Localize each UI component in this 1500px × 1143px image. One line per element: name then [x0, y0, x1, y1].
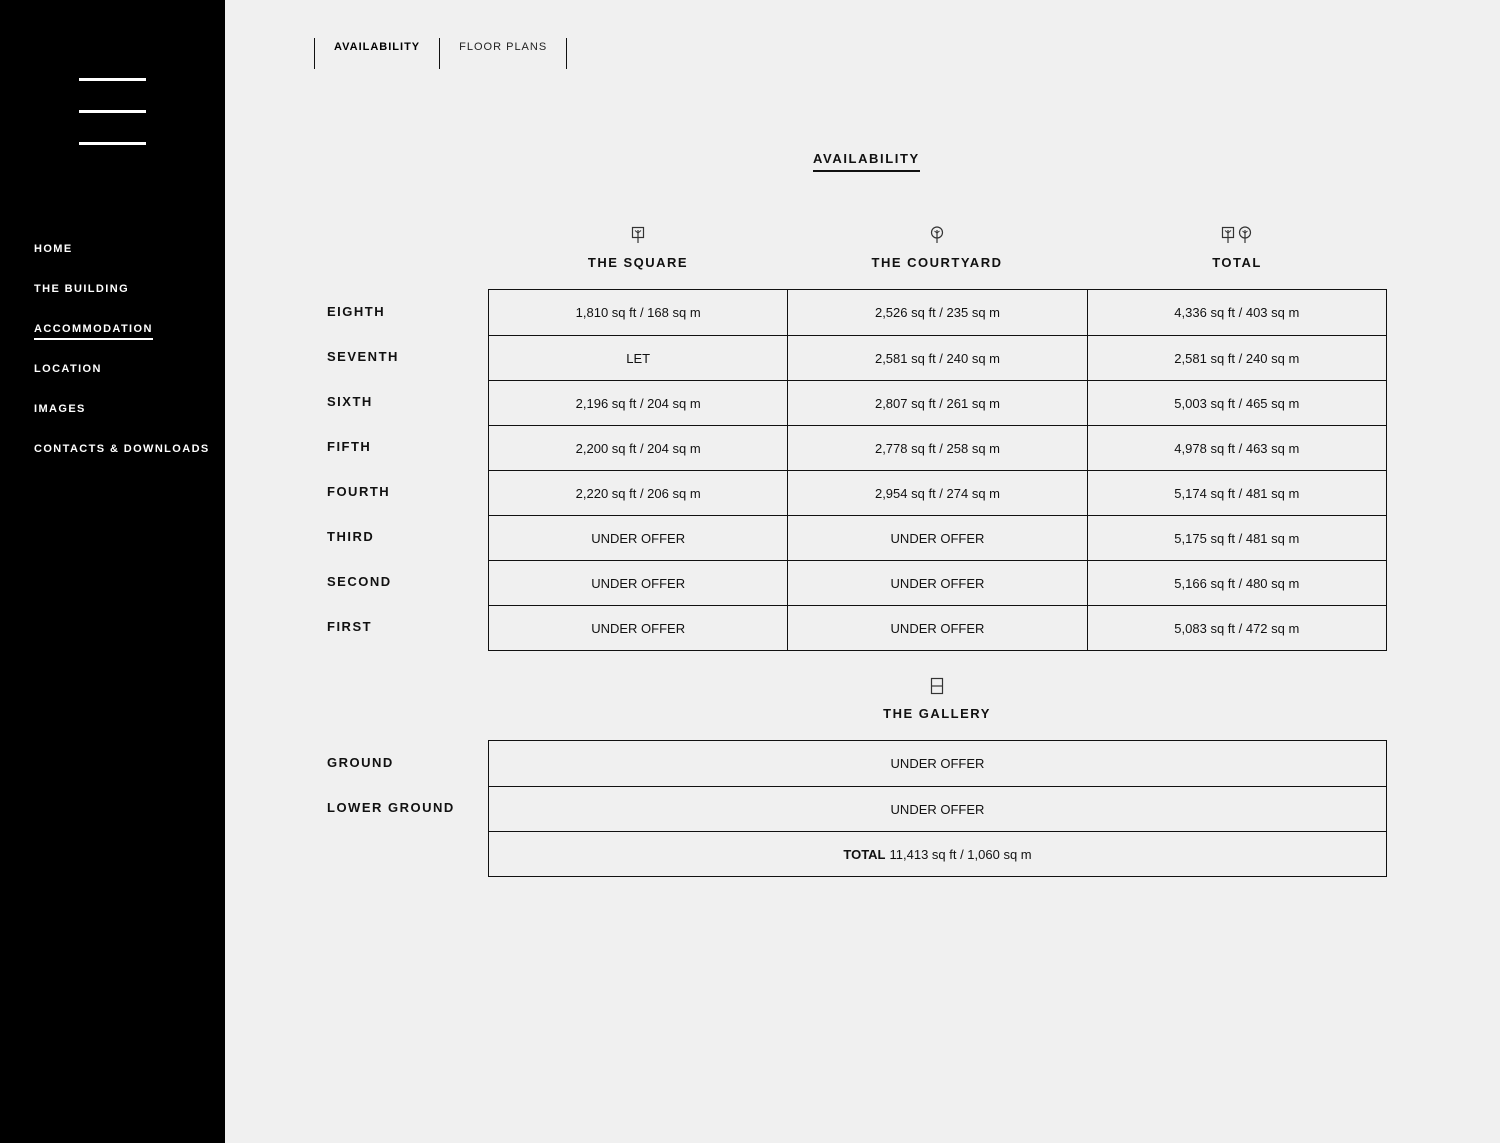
floor-label: FIFTH: [327, 439, 372, 454]
gallery-labels: GROUND LOWER GROUND: [327, 740, 455, 830]
cell-courtyard: 2,807 sq ft / 261 sq m: [787, 381, 1086, 425]
cell-courtyard: 2,954 sq ft / 274 sq m: [787, 471, 1086, 515]
nav-contacts-downloads[interactable]: CONTACTS & DOWNLOADS: [34, 443, 210, 455]
table-row: UNDER OFFER UNDER OFFER 5,175 sq ft / 48…: [489, 515, 1386, 560]
nav-the-building[interactable]: THE BUILDING: [34, 283, 130, 295]
table-row: 1,810 sq ft / 168 sq m 2,526 sq ft / 235…: [489, 290, 1386, 335]
floor-label: GROUND: [327, 755, 394, 770]
column-header-courtyard: THE COURTYARD: [787, 226, 1087, 272]
floor-label: LOWER GROUND: [327, 800, 455, 815]
cell-square: 2,196 sq ft / 204 sq m: [575, 395, 701, 411]
cell-square: UNDER OFFER: [591, 620, 686, 636]
nav-accommodation[interactable]: ACCOMMODATION: [34, 323, 153, 340]
table-row: UNDER OFFER: [489, 741, 1386, 786]
cell-courtyard: UNDER OFFER: [787, 516, 1086, 560]
cell-total: 5,083 sq ft / 472 sq m: [1086, 606, 1386, 650]
cell-square: UNDER OFFER: [591, 575, 686, 591]
total-row: TOTAL 11,413 sq ft / 1,060 sq m: [489, 831, 1386, 876]
cell-total: 5,175 sq ft / 481 sq m: [1086, 516, 1386, 560]
gallery-header: THE GALLERY: [787, 677, 1087, 723]
floor-label: SECOND: [327, 574, 392, 589]
table-row: 2,200 sq ft / 204 sq m 2,778 sq ft / 258…: [489, 425, 1386, 470]
cell-gallery: UNDER OFFER: [890, 756, 985, 771]
cell-courtyard: UNDER OFFER: [787, 561, 1086, 605]
floor-labels: EIGHTH SEVENTH SIXTH FIFTH FOURTH THIRD …: [327, 289, 399, 649]
nav-location[interactable]: LOCATION: [34, 363, 102, 375]
floor-label: EIGHTH: [327, 304, 386, 319]
section-title: AVAILABILITY: [813, 151, 920, 172]
cell-total: 2,581 sq ft / 240 sq m: [1086, 336, 1386, 380]
column-label-square: THE SQUARE: [587, 255, 689, 270]
gallery-building-icon: [787, 677, 1087, 695]
table-row: 2,220 sq ft / 206 sq m 2,954 sq ft / 274…: [489, 470, 1386, 515]
total-label: TOTAL: [843, 846, 886, 862]
cell-total: 4,978 sq ft / 463 sq m: [1086, 426, 1386, 470]
cell-square: UNDER OFFER: [591, 530, 686, 546]
total-value: 11,413 sq ft / 1,060 sq m: [889, 846, 1032, 862]
cell-gallery-total: TOTAL 11,413 sq ft / 1,060 sq m: [489, 832, 1386, 876]
tab-availability[interactable]: AVAILABILITY: [315, 38, 441, 69]
cell-gallery: UNDER OFFER: [890, 801, 985, 817]
sub-tabs: AVAILABILITY FLOOR PLANS: [314, 38, 568, 69]
cell-courtyard: 2,526 sq ft / 235 sq m: [787, 290, 1086, 335]
floor-label: FOURTH: [327, 484, 391, 499]
cell-courtyard: 2,778 sq ft / 258 sq m: [787, 426, 1086, 470]
floor-label: SEVENTH: [327, 349, 399, 364]
nav-home[interactable]: HOME: [34, 243, 73, 255]
trees-pair-icon: [1087, 226, 1387, 244]
gallery-table: UNDER OFFER UNDER OFFER TOTAL 11,413 sq …: [488, 740, 1387, 877]
column-label-total: TOTAL: [1212, 255, 1262, 270]
column-header-total: TOTAL: [1087, 226, 1387, 272]
table-row: UNDER OFFER UNDER OFFER 5,083 sq ft / 47…: [489, 605, 1386, 650]
table-row: LET 2,581 sq ft / 240 sq m 2,581 sq ft /…: [489, 335, 1386, 380]
cell-total: 5,174 sq ft / 481 sq m: [1086, 471, 1386, 515]
floor-label: FIRST: [327, 619, 373, 634]
cell-courtyard: 2,581 sq ft / 240 sq m: [787, 336, 1086, 380]
tree-square-icon: [488, 226, 788, 244]
cell-square: 2,200 sq ft / 204 sq m: [575, 440, 701, 456]
menu-icon[interactable]: [79, 78, 146, 148]
nav-images[interactable]: IMAGES: [34, 403, 86, 415]
column-header-square: THE SQUARE: [488, 226, 788, 272]
table-row: 2,196 sq ft / 204 sq m 2,807 sq ft / 261…: [489, 380, 1386, 425]
column-label-courtyard: THE COURTYARD: [871, 255, 1003, 270]
tree-round-icon: [787, 226, 1087, 244]
availability-table: 1,810 sq ft / 168 sq m 2,526 sq ft / 235…: [488, 289, 1387, 651]
cell-square: 2,220 sq ft / 206 sq m: [575, 485, 701, 501]
cell-total: 4,336 sq ft / 403 sq m: [1086, 290, 1386, 335]
cell-square: LET: [626, 350, 651, 366]
cell-courtyard: UNDER OFFER: [787, 606, 1086, 650]
main-nav: HOME THE BUILDING ACCOMMODATION LOCATION…: [34, 239, 210, 479]
sidebar: HOME THE BUILDING ACCOMMODATION LOCATION…: [0, 0, 225, 1143]
floor-label: THIRD: [327, 529, 375, 544]
tab-floor-plans[interactable]: FLOOR PLANS: [440, 38, 568, 69]
gallery-title: THE GALLERY: [883, 706, 991, 721]
floor-label: SIXTH: [327, 394, 373, 409]
table-row: UNDER OFFER UNDER OFFER 5,166 sq ft / 48…: [489, 560, 1386, 605]
table-row: UNDER OFFER: [489, 786, 1386, 831]
cell-total: 5,166 sq ft / 480 sq m: [1086, 561, 1386, 605]
cell-square: 1,810 sq ft / 168 sq m: [575, 305, 701, 320]
cell-total: 5,003 sq ft / 465 sq m: [1086, 381, 1386, 425]
